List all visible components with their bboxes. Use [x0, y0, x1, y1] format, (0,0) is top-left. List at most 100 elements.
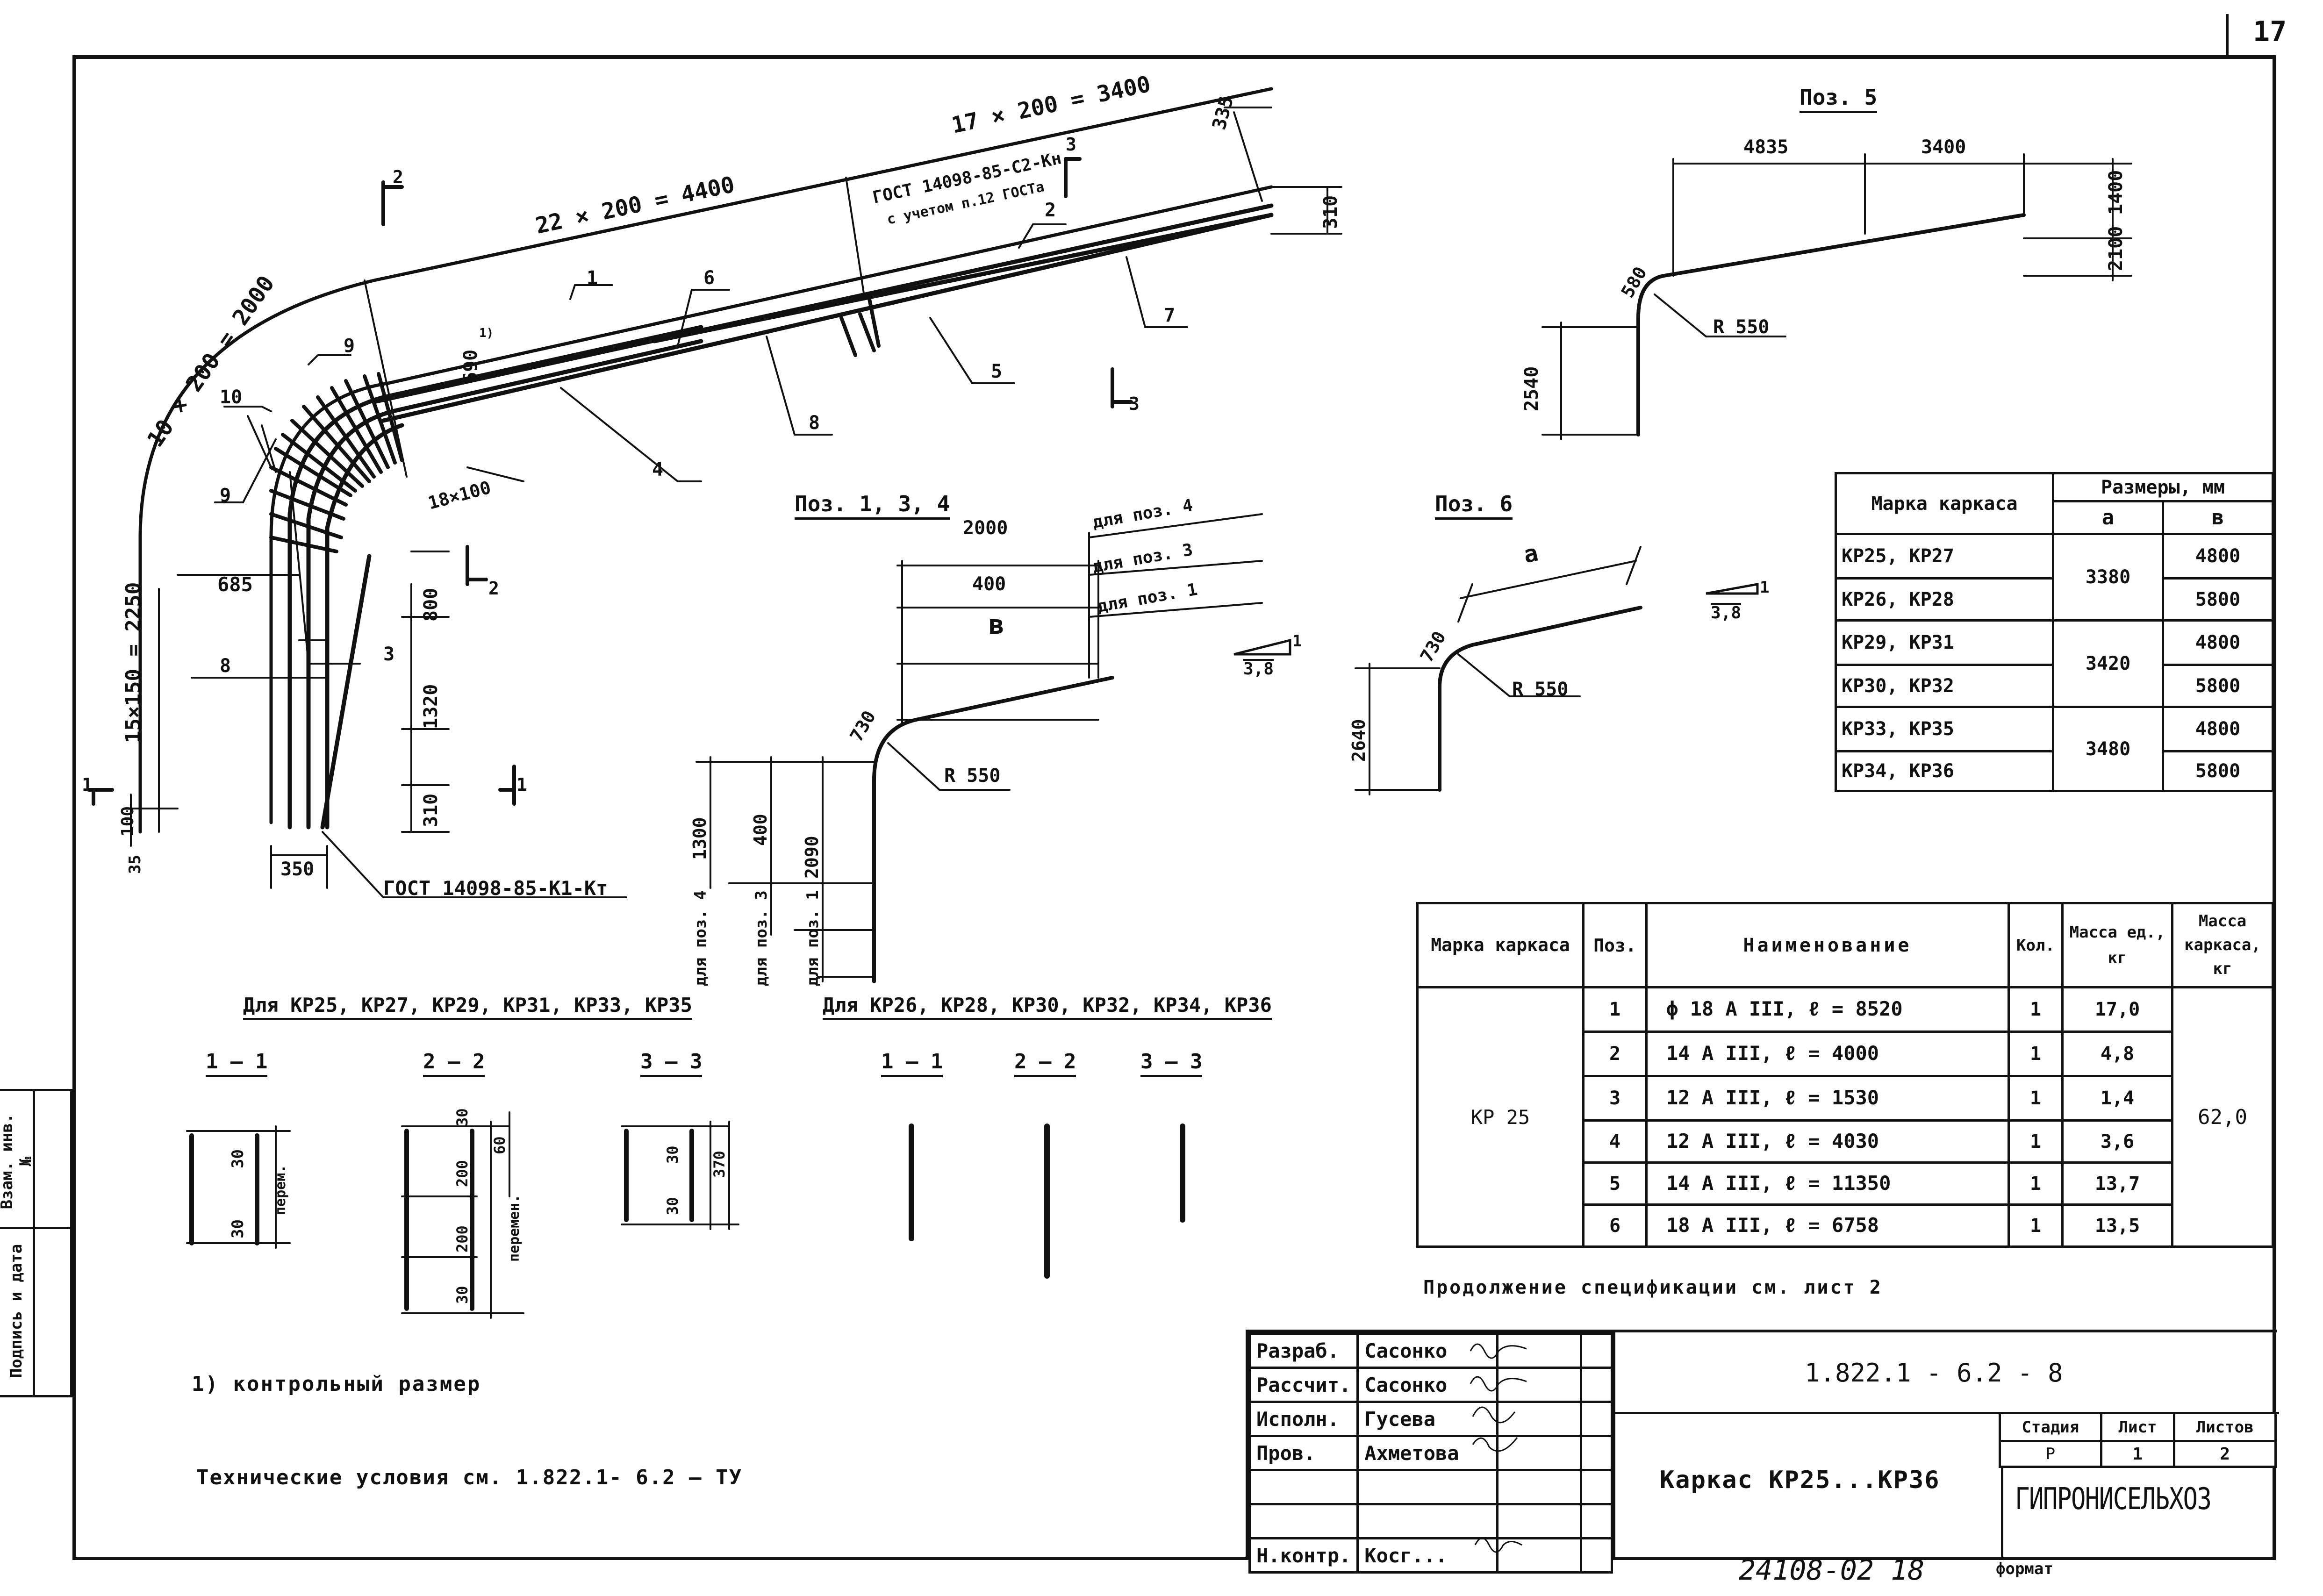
spec-mass: 4,8	[2061, 1031, 2173, 1077]
cut-2-2-right: 2 – 2	[1014, 1052, 1076, 1077]
pos5-dim-2540: 2540	[1521, 366, 1542, 411]
spec-qty: 1	[2008, 1075, 2064, 1122]
pos134-vlabel3: для поз. 3	[752, 890, 771, 986]
role	[1248, 1503, 1359, 1539]
spec-name: 12 А III, ℓ = 4030	[1645, 1119, 2010, 1164]
pos6-radius: R 550	[1512, 679, 1569, 700]
spec-name: 12 А III, ℓ = 1530	[1645, 1075, 2010, 1122]
gost-k1-note: ГОСТ 14098-85-К1-Кт	[383, 877, 608, 900]
s2-d5: 60	[491, 1136, 509, 1154]
pos134-dim-b: в	[989, 610, 1004, 640]
sizes-row-brand: КР26, КР28	[1835, 577, 2054, 622]
sizes-row-brand: КР34, КР36	[1835, 750, 2054, 792]
s1-d2: 30	[229, 1219, 247, 1238]
person: Косг...	[1356, 1537, 1499, 1574]
sizes-header-sizes: Размеры, мм	[2052, 472, 2274, 502]
sizes-row-b: 5800	[2162, 664, 2274, 708]
pos134-for4: для поз. 4	[1091, 496, 1194, 532]
dim-17x200: 17 × 200 = 3400	[949, 71, 1153, 139]
spec-qty: 1	[2008, 1031, 2064, 1077]
sheets-header: Листов	[2173, 1412, 2277, 1442]
section-mark-3-bot: 3	[1129, 394, 1140, 414]
drawing-title: Каркас КР25...КР36	[1660, 1466, 1940, 1494]
sheet-number: 17	[2253, 15, 2287, 48]
sections-left-title: Для КР25, КР27, КР29, КР31, КР33, КР35	[243, 995, 692, 1020]
dim-310-right: 310	[1320, 195, 1341, 229]
date-cell	[1580, 1503, 1613, 1539]
spec-qty: 1	[2008, 1119, 2064, 1164]
footnote-note: 1) контрольный размер	[192, 1372, 481, 1396]
callout-leaders	[191, 223, 1188, 898]
dim-690: 690	[460, 350, 481, 383]
dim-335: 335	[1208, 94, 1238, 132]
pos6-angle: 730	[1416, 628, 1450, 666]
s3-d2: 30	[664, 1197, 681, 1215]
date-cell	[1580, 1332, 1613, 1369]
signature-cell	[1496, 1401, 1583, 1437]
spec-pos: 6	[1582, 1203, 1648, 1248]
pos134-radius: R 550	[944, 765, 1001, 787]
spec-qty: 1	[2008, 986, 2064, 1033]
s2-d3: 200	[453, 1225, 471, 1252]
role: Пров.	[1248, 1435, 1359, 1471]
callout-6: 6	[703, 267, 715, 289]
callout-9b: 9	[220, 485, 231, 506]
section-views-left	[186, 1111, 739, 1319]
spec-mass: 13,5	[2061, 1203, 2173, 1248]
section-views-right	[909, 1124, 1185, 1279]
role: Разраб.	[1248, 1332, 1359, 1369]
pos6-title: Поз. 6	[1435, 493, 1513, 520]
dim-15x150: 15×150 = 2250	[122, 582, 145, 743]
person	[1356, 1503, 1499, 1539]
cut-1-1-right: 1 – 1	[881, 1052, 943, 1077]
dim-1320: 1320	[420, 684, 442, 729]
pos5-title: Поз. 5	[1800, 86, 1878, 113]
signatures	[1470, 1343, 1527, 1553]
spec-pos: 3	[1582, 1075, 1648, 1122]
s3-d1: 30	[664, 1145, 681, 1164]
spec-continuation: Продолжение спецификации см. лист 2	[1423, 1277, 1883, 1298]
pos5-angle: 580	[1617, 263, 1651, 301]
spec-brand: КР 25	[1416, 986, 1585, 1248]
date-cell	[1580, 1367, 1613, 1403]
sizes-row-b: 5800	[2162, 577, 2274, 622]
role	[1248, 1469, 1359, 1505]
spec-h-mass-frame: Масса каркаса, кг	[2171, 902, 2274, 988]
callout-10: 10	[220, 386, 243, 408]
dim-35: 35	[126, 855, 144, 874]
spec-pos: 4	[1582, 1119, 1648, 1164]
title-cell	[1613, 1412, 2003, 1557]
cut-3-3-left: 3 – 3	[640, 1052, 703, 1077]
stamp-number: 24108-02 18	[1739, 1554, 1925, 1587]
signatures-table: Разраб.Сасонко Рассчит.Сасонко Исполн.Гу…	[1248, 1332, 1613, 1574]
sheet-header: Лист	[2100, 1412, 2176, 1442]
sizes-row-b: 4800	[2162, 619, 2274, 666]
stage-value: Р	[1999, 1440, 2102, 1468]
spec-mass: 13,7	[2061, 1161, 2173, 1206]
pos5-dim-4835: 4835	[1743, 136, 1789, 158]
section-mark-1-right: 1	[516, 774, 527, 795]
spec-h-mass-unit: Масса ед., кг	[2061, 902, 2173, 988]
spec-name: ϕ 18 А III, ℓ = 8520	[1645, 986, 2010, 1033]
person: Гусева	[1356, 1401, 1499, 1437]
role: Исполн.	[1248, 1401, 1359, 1437]
pos5-drawing	[1541, 153, 2132, 440]
dim-100: 100	[118, 806, 137, 837]
callout-7: 7	[1164, 305, 1176, 326]
signature-mark	[1474, 1537, 1522, 1553]
organization: ГИПРОНИСЕЛЬХОЗ	[2015, 1482, 2212, 1517]
spec-name: 14 А III, ℓ = 11350	[1645, 1161, 2010, 1206]
s1-d1: 30	[229, 1149, 247, 1168]
pos5-dim-1400: 1400	[2105, 170, 2127, 215]
pos134-for1: для поз. 1	[1096, 580, 1199, 616]
pos134-drawing	[695, 513, 1291, 983]
sizes-row-brand: КР33, КР35	[1835, 706, 2054, 752]
sheets-value: 2	[2173, 1440, 2277, 1468]
role: Рассчит.	[1248, 1367, 1359, 1403]
signature-cell	[1496, 1537, 1583, 1574]
pos134-vlabel4: для поз. 4	[691, 890, 710, 986]
sizes-col-a: а	[2052, 500, 2164, 535]
pos134-v1300: 1300	[689, 817, 710, 860]
pos134-angle: 730	[846, 707, 880, 745]
cut-1-1-left: 1 – 1	[206, 1052, 268, 1077]
